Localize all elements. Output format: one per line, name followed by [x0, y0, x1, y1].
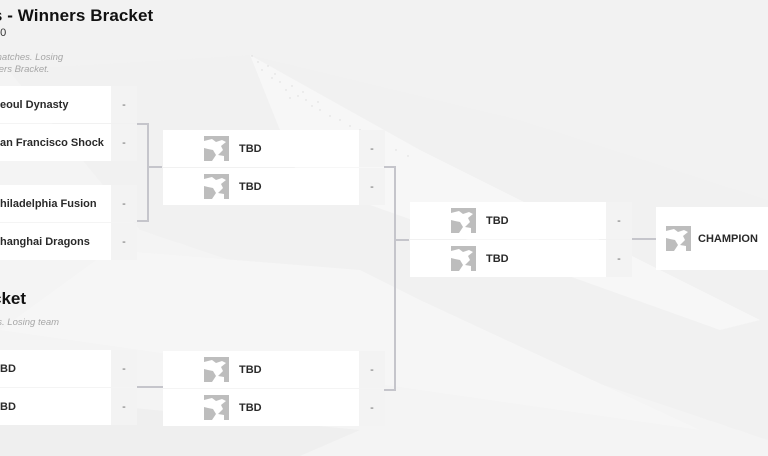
bracket-connector — [137, 123, 149, 125]
team-name: TBD — [239, 363, 262, 376]
bracket-connector — [384, 389, 396, 391]
bracket-connector — [394, 166, 396, 391]
champion-label: CHAMPION — [698, 232, 758, 245]
match-team-row[interactable]: hiladelphia Fusion - — [0, 185, 137, 222]
bracket-connector — [147, 123, 149, 222]
team-name: TBD — [239, 142, 262, 155]
team-score: - — [359, 351, 385, 388]
team-name: TBD — [486, 252, 509, 265]
placeholder-team-logo-icon — [451, 208, 476, 233]
placeholder-team-logo-icon — [204, 395, 229, 420]
team-name: TBD — [486, 214, 509, 227]
match-team-row[interactable]: BD - — [0, 388, 137, 425]
match-team-row[interactable]: hanghai Dragons - — [0, 223, 137, 260]
match-card[interactable]: hiladelphia Fusion - hanghai Dragons - — [0, 185, 137, 260]
bracket-connector — [137, 386, 163, 388]
placeholder-team-logo-icon — [451, 246, 476, 271]
team-score: - — [111, 350, 137, 387]
team-score: - — [111, 223, 137, 260]
bracket-description: matches. Losing sers Bracket. — [0, 52, 114, 76]
bracket-connector — [632, 238, 656, 240]
team-score: - — [359, 389, 385, 426]
team-name: TBD — [239, 180, 262, 193]
champion-card[interactable]: CHAMPION — [656, 207, 768, 270]
match-card[interactable]: TBD - TBD - — [163, 351, 385, 426]
team-name: TBD — [239, 401, 262, 414]
placeholder-team-logo-icon — [666, 226, 691, 251]
team-score: - — [111, 124, 137, 161]
bracket-connector — [137, 220, 149, 222]
team-score: - — [606, 202, 632, 239]
team-name: an Francisco Shock — [0, 124, 111, 161]
match-team-row[interactable]: TBD - — [410, 240, 632, 277]
bracket-connector — [147, 166, 162, 168]
team-score: - — [606, 240, 632, 277]
team-name: BD — [0, 388, 111, 425]
losers-bracket-description: es. Losing team — [0, 317, 60, 328]
match-team-row[interactable]: TBD - — [163, 389, 385, 426]
placeholder-team-logo-icon — [204, 357, 229, 382]
losers-bracket-title: cket — [0, 289, 27, 308]
match-card[interactable]: BD - BD - — [0, 350, 137, 425]
team-score: - — [111, 388, 137, 425]
match-card[interactable]: TBD - TBD - — [410, 202, 632, 277]
match-team-row[interactable]: TBD - — [163, 168, 385, 205]
description-line-2: sers Bracket. — [0, 64, 50, 75]
match-team-row[interactable]: eoul Dynasty - — [0, 86, 137, 123]
bracket-connector — [384, 166, 396, 168]
team-score: - — [111, 185, 137, 222]
team-score: - — [111, 86, 137, 123]
bracket-subtitle: 20 — [0, 27, 7, 39]
placeholder-team-logo-icon — [204, 174, 229, 199]
match-team-row[interactable]: an Francisco Shock - — [0, 124, 137, 161]
team-score: - — [359, 168, 385, 205]
match-team-row[interactable]: TBD - — [163, 351, 385, 388]
match-team-row[interactable]: TBD - — [410, 202, 632, 239]
match-card[interactable]: eoul Dynasty - an Francisco Shock - — [0, 86, 137, 161]
team-name: hiladelphia Fusion — [0, 185, 111, 222]
winners-bracket-title: ls - Winners Bracket — [0, 6, 154, 25]
match-card[interactable]: TBD - TBD - — [163, 130, 385, 205]
team-name: hanghai Dragons — [0, 223, 111, 260]
description-line-1: matches. Losing — [0, 52, 64, 63]
match-team-row[interactable]: BD - — [0, 350, 137, 387]
placeholder-team-logo-icon — [204, 136, 229, 161]
team-name: BD — [0, 350, 111, 387]
bracket-connector — [394, 239, 409, 241]
team-score: - — [359, 130, 385, 167]
team-name: eoul Dynasty — [0, 86, 111, 123]
match-team-row[interactable]: TBD - — [163, 130, 385, 167]
